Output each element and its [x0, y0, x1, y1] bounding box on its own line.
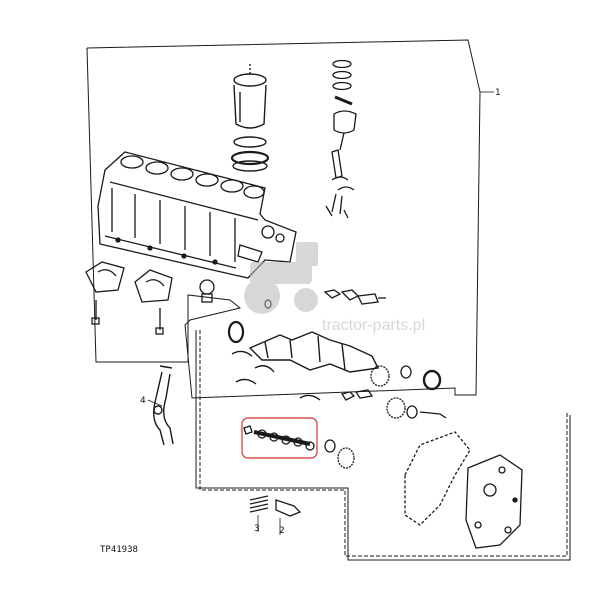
gasket: [404, 431, 471, 526]
cam-gear-group: [324, 439, 355, 469]
front-plate: [465, 454, 523, 549]
engine-block: [97, 151, 297, 279]
relief-valve-parts: [249, 495, 302, 517]
liner-o-ring-3: [232, 160, 268, 172]
bore-1: [120, 155, 144, 169]
main-bearing-upper: [231, 350, 253, 357]
callout-4: 4: [140, 396, 163, 407]
piston-pin: [334, 95, 353, 106]
cylinder-liner: [233, 84, 267, 129]
cylinder-liner-group: [230, 64, 270, 172]
piston-group: [325, 59, 357, 219]
front-plate-group: [404, 431, 523, 549]
bore-3: [170, 167, 194, 181]
assembly-outline: [86, 39, 571, 561]
callout-4-label: 4: [140, 396, 146, 406]
figure-id: TP41938: [100, 545, 138, 555]
camshaft-highlight: [241, 417, 318, 459]
callout-2-label: 2: [279, 526, 285, 536]
cam-gear: [337, 447, 355, 469]
callout-3-label: 3: [254, 524, 260, 534]
inner-frame-line: [195, 330, 571, 561]
callout-3: 3: [254, 515, 260, 534]
watermark: tractor-parts.pl: [244, 242, 425, 334]
valve-spring: [249, 495, 269, 513]
lower-assembly-frame: [199, 330, 568, 557]
valve-plunger: [275, 499, 302, 517]
crankshaft-group: [227, 299, 380, 401]
rod-cap: [331, 176, 349, 181]
tractor-icon: [244, 242, 318, 314]
callout-1-label: 1: [495, 88, 501, 98]
block-assembly-frame: [86, 39, 481, 399]
rear-seal: [422, 369, 442, 391]
bearing-cap-2: [134, 269, 173, 303]
piston-ring-3: [332, 81, 352, 91]
liner-o-ring-2: [230, 150, 270, 166]
block-port: [261, 225, 275, 239]
coolant-hose: [153, 365, 174, 446]
piston: [333, 110, 357, 134]
main-bearing-lower: [235, 378, 257, 385]
piston-ring-1: [332, 59, 352, 69]
pump-drive-group: [323, 289, 386, 305]
front-seal: [227, 320, 245, 344]
idler-gear: [386, 397, 406, 419]
camshaft-key: [243, 425, 253, 435]
watermark-text: tractor-parts.pl: [322, 317, 425, 334]
crankshaft: [248, 331, 380, 373]
connecting-rod: [331, 149, 343, 179]
callout-1: 1: [480, 88, 501, 98]
bore-6: [243, 185, 265, 199]
drive-pin: [357, 293, 379, 305]
bore-5: [220, 179, 244, 193]
bore-2: [145, 161, 169, 175]
crank-gear: [370, 365, 390, 387]
timing-gears: [340, 365, 447, 419]
bearing-cap-1: [85, 261, 125, 293]
bushing: [199, 279, 215, 295]
liner-top-ring: [233, 73, 267, 87]
main-bearing-caps: [85, 261, 215, 335]
liner-o-ring-1: [233, 136, 267, 148]
bore-4: [195, 173, 219, 187]
piston-ring-2: [332, 70, 352, 80]
camshaft: [243, 425, 315, 451]
callout-2: 2: [279, 518, 285, 536]
